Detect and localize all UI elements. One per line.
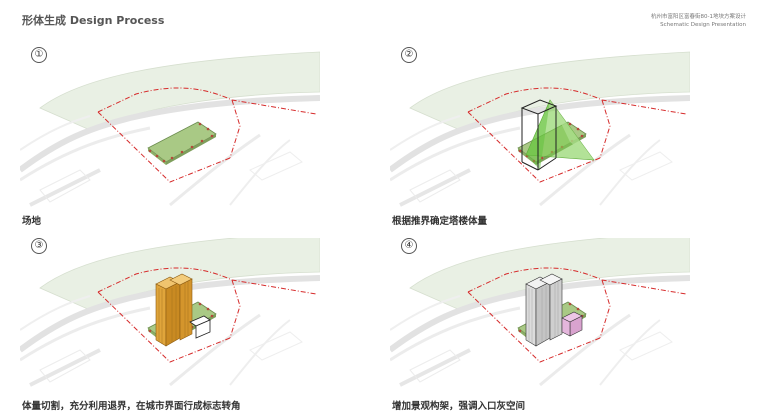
- tower-volume-illustration: [390, 30, 690, 208]
- volume-cut-illustration: [20, 238, 320, 388]
- step-number-1: ①: [31, 47, 47, 63]
- project-info: 杭州市富阳区富春街80-1地块方案设计 Schematic Design Pre…: [651, 14, 746, 29]
- step-number-3: ③: [31, 238, 47, 254]
- caption-step-3: 体量切割，充分利用退界，在城市界面行成标志转角: [22, 401, 241, 412]
- site-illustration: [20, 30, 320, 208]
- project-name: 杭州市富阳区富春街80-1地块方案设计: [651, 14, 746, 20]
- panel-site: ①: [20, 30, 320, 208]
- panel-tower-volume: ②: [390, 30, 690, 208]
- step-number-4: ④: [401, 238, 417, 254]
- landscape-frame-illustration: [390, 238, 690, 388]
- panel-volume-cut: ③: [20, 238, 320, 388]
- presentation-subtitle: Schematic Design Presentation: [660, 21, 746, 28]
- caption-step-1: 场地: [22, 216, 42, 227]
- caption-step-2: 根据推界确定塔楼体量: [392, 216, 488, 227]
- panel-landscape-frame: ④: [390, 238, 690, 388]
- step-number-2: ②: [401, 47, 417, 63]
- caption-step-4: 增加景观构架，强调入口灰空间: [392, 401, 526, 412]
- page-title: 形体生成 Design Process: [22, 14, 165, 27]
